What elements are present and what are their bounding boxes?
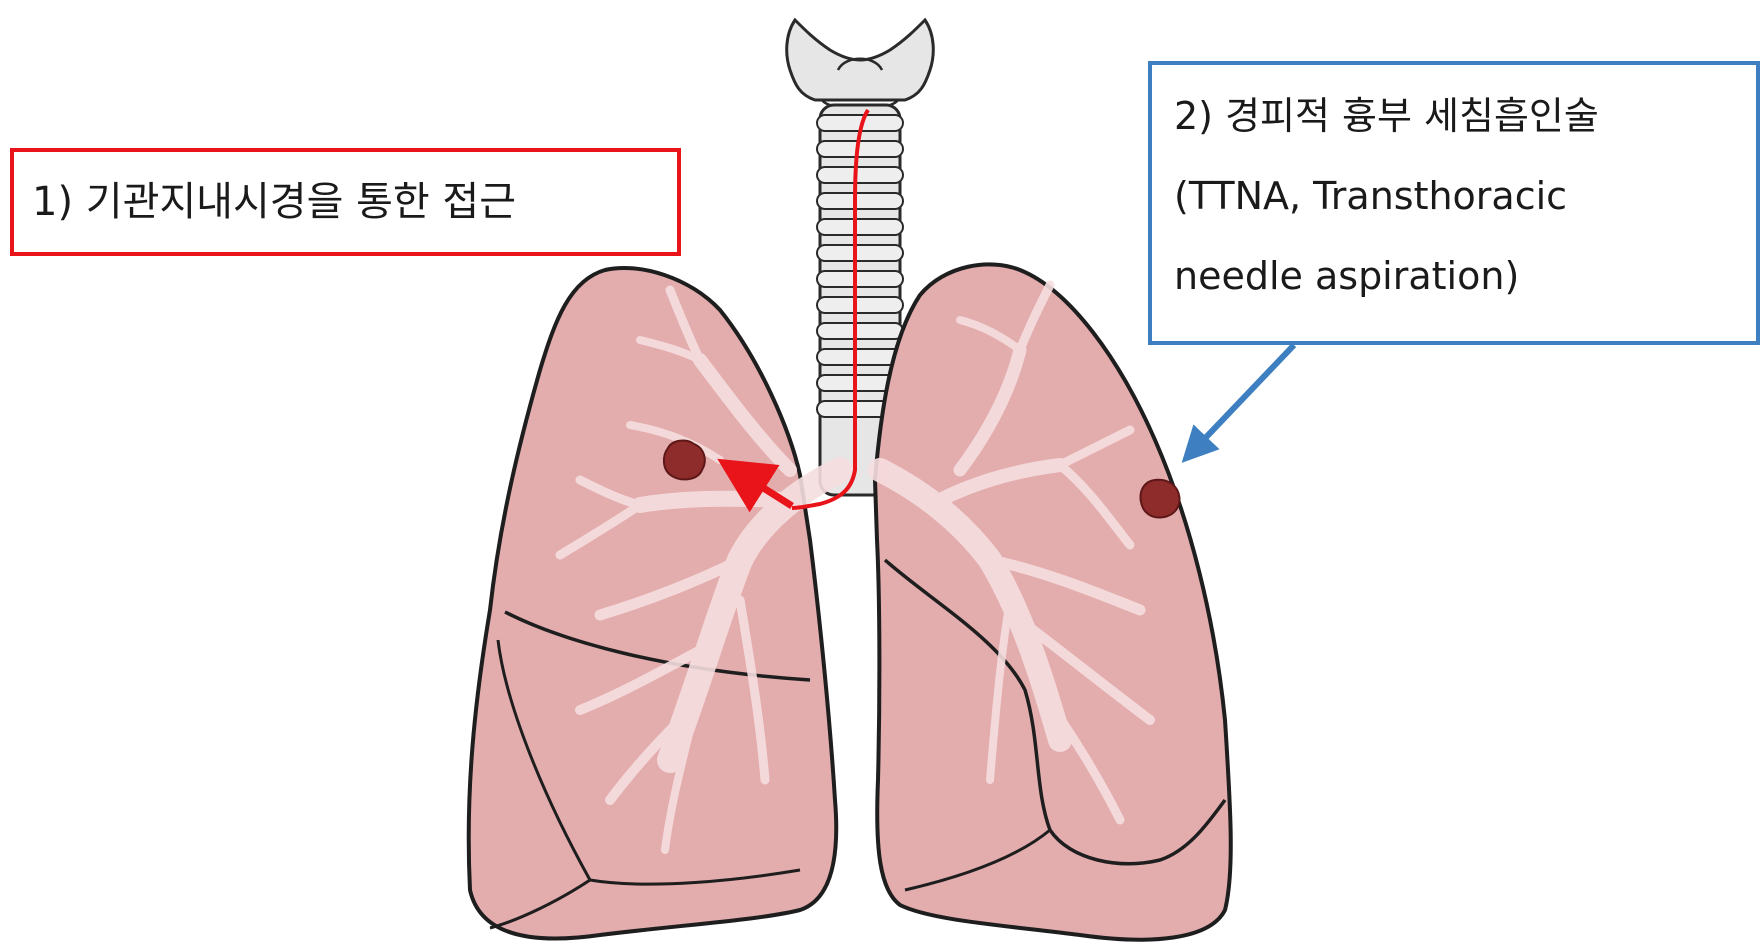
label-ttna-line3: needle aspiration) xyxy=(1174,251,1756,331)
right-lung xyxy=(469,268,840,939)
label-ttna: 2) 경피적 흉부 세침흡인술 (TTNA, Transthoracic nee… xyxy=(1148,61,1760,345)
ttna-arrow xyxy=(1192,345,1294,452)
label-bronchoscopy-approach: 1) 기관지내시경을 통한 접근 xyxy=(10,148,681,256)
left-lung xyxy=(875,264,1231,939)
label-bronchoscopy-text: 1) 기관지내시경을 통한 접근 xyxy=(32,179,516,225)
tumor-right-lung xyxy=(664,441,705,480)
label-ttna-line2: (TTNA, Transthoracic xyxy=(1174,171,1756,251)
larynx xyxy=(787,20,934,109)
tumor-left-lung xyxy=(1141,480,1180,518)
label-ttna-line1: 2) 경피적 흉부 세침흡인술 xyxy=(1174,91,1756,171)
